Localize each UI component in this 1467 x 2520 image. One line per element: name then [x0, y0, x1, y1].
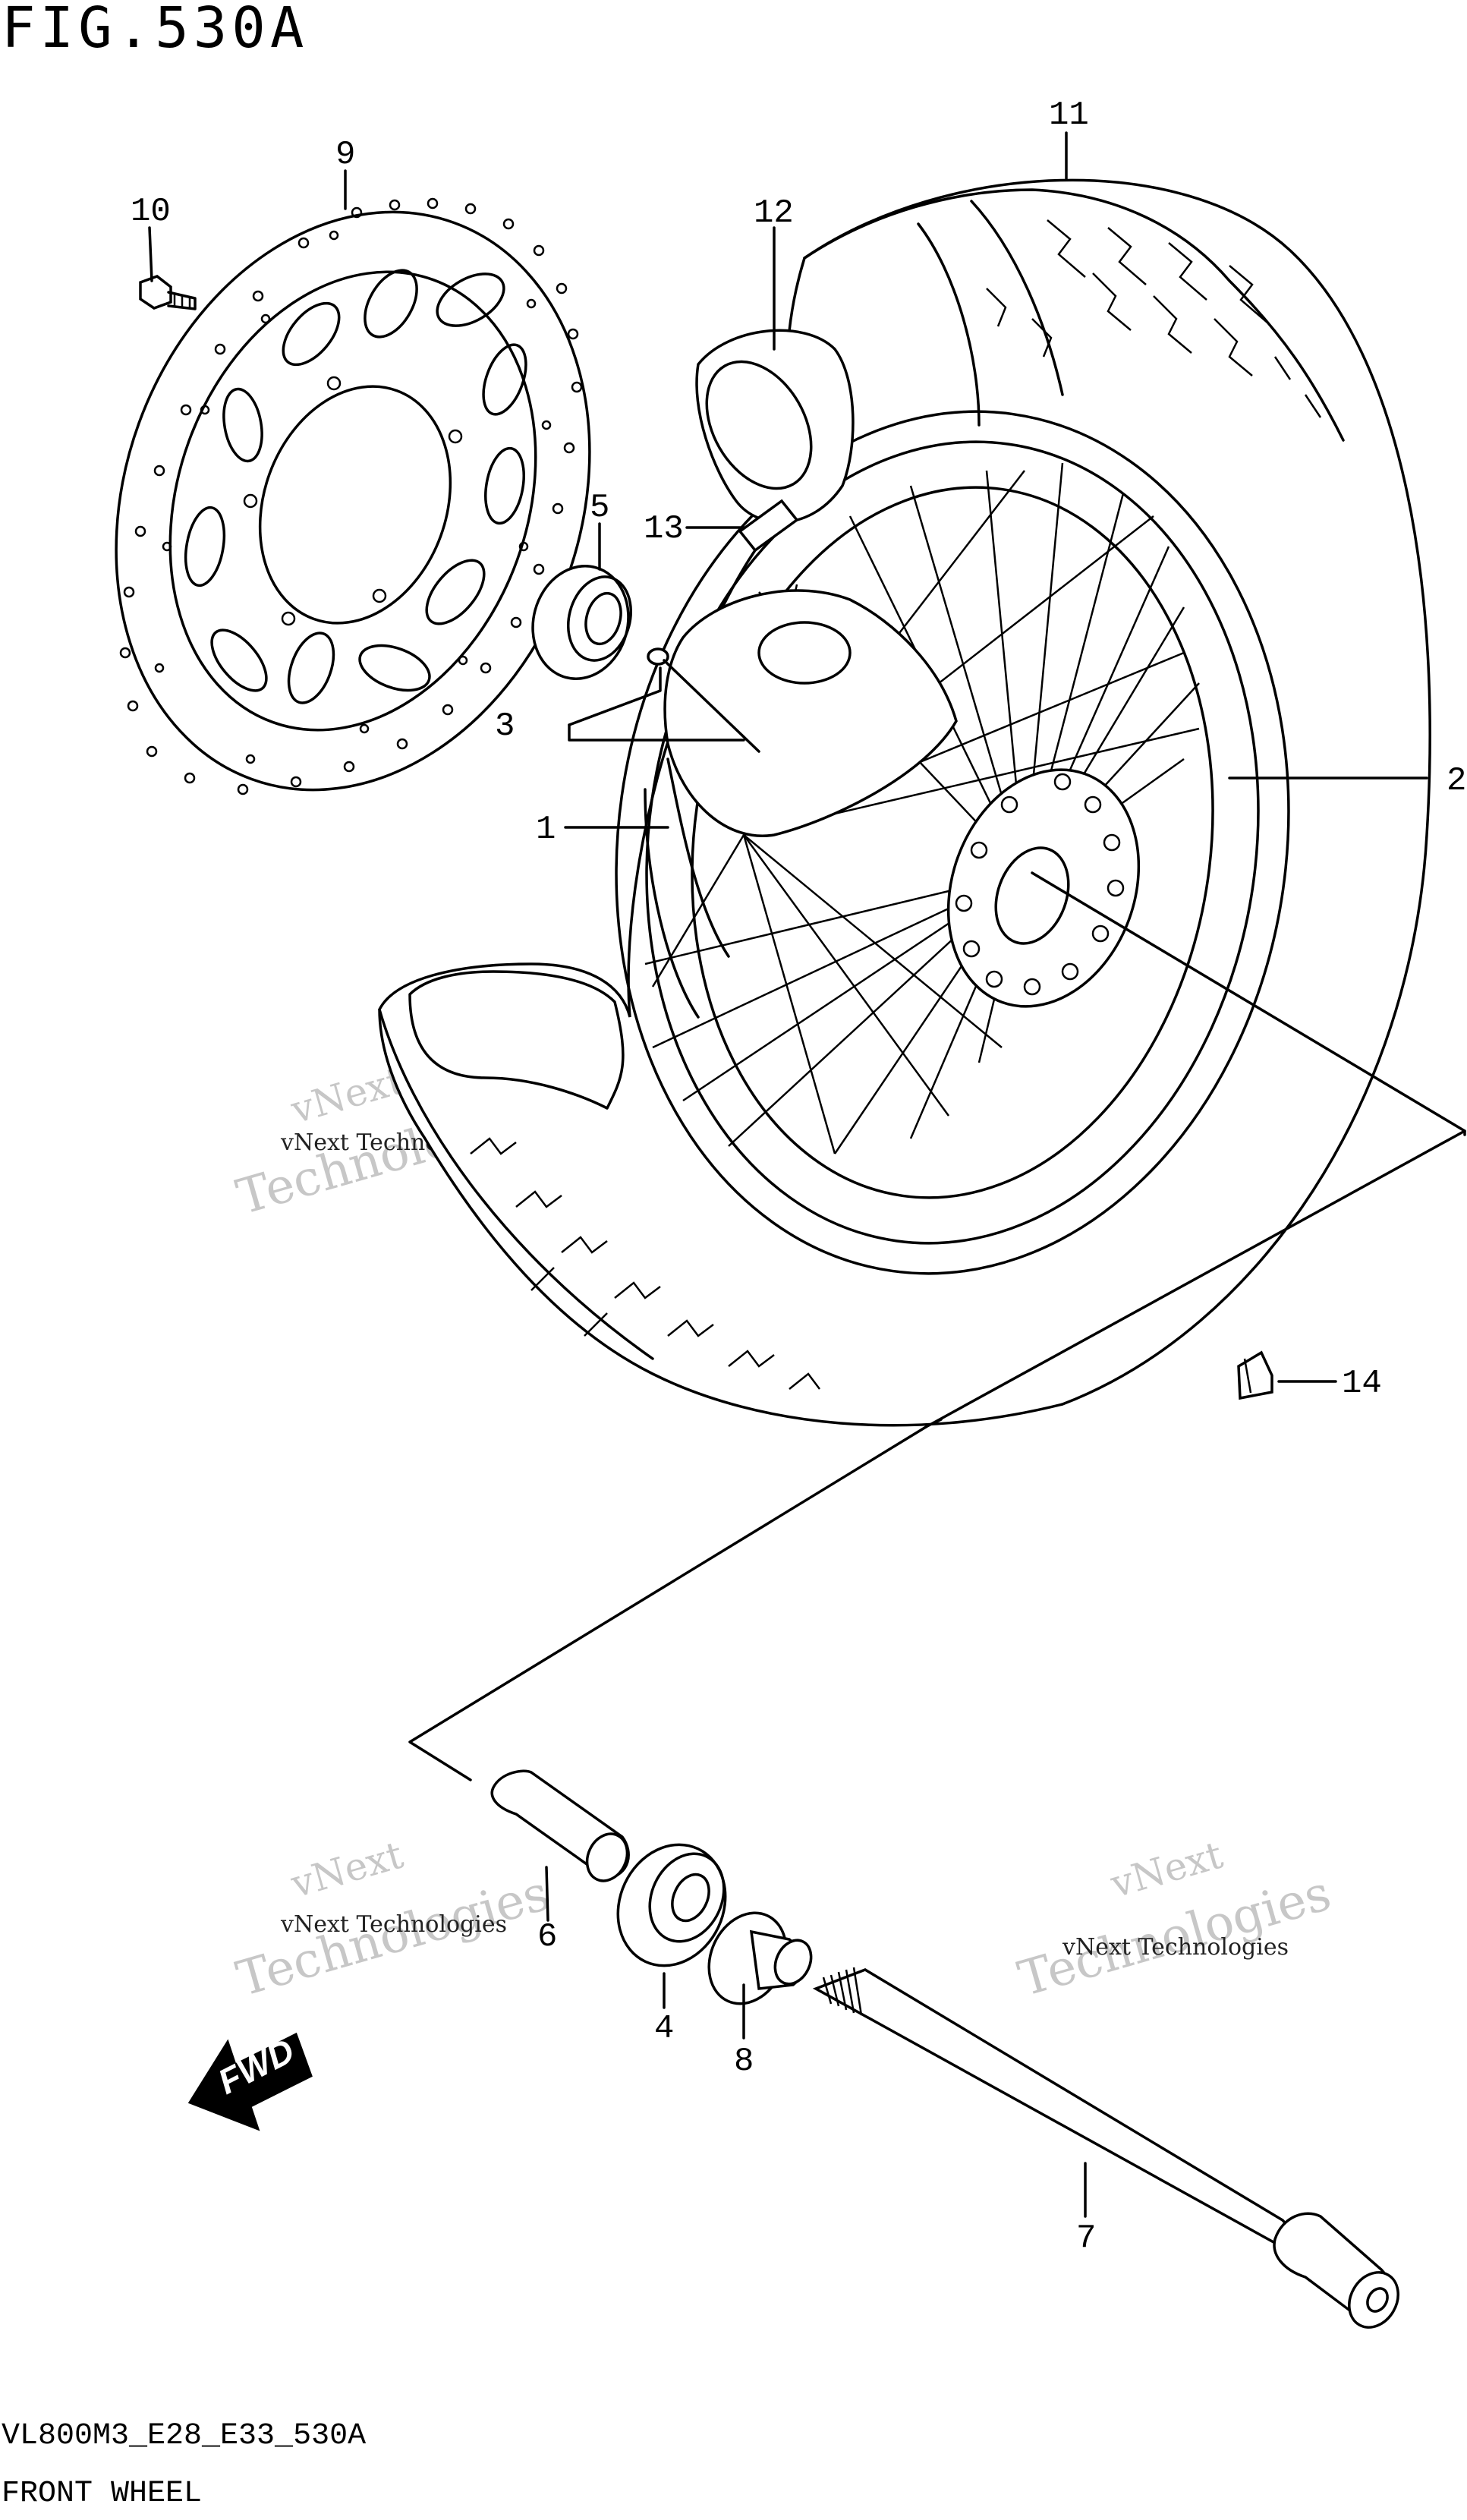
spoke-nipple-icon — [647, 647, 760, 753]
callout-8: 8 — [734, 2043, 754, 2081]
callout-13: 13 — [644, 510, 684, 548]
svg-text:vNext: vNext — [1105, 1832, 1227, 1906]
svg-text:vNext: vNext — [285, 1832, 408, 1906]
bearing-lower-icon — [616, 1843, 727, 1967]
callout-4: 4 — [654, 2010, 674, 2048]
leader-lines — [148, 131, 1428, 2218]
callout-6: 6 — [537, 1918, 557, 1956]
svg-text:vNext Technologies: vNext Technologies — [280, 1911, 507, 1938]
callout-14: 14 — [1342, 1365, 1382, 1403]
rim-band-icon — [738, 499, 799, 553]
diagram-code: VL800M3_E28_E33_530A — [2, 2419, 367, 2453]
bearing-icon — [531, 565, 633, 680]
axle-icon — [812, 1967, 1399, 2329]
callout-2: 2 — [1447, 762, 1466, 800]
figure-title: FIG.530A — [2, 0, 309, 61]
callout-11: 11 — [1049, 96, 1089, 134]
valve-cap-icon — [1237, 1350, 1273, 1400]
disc-bolt-icon — [139, 275, 197, 310]
callout-1: 1 — [536, 811, 556, 849]
wheel-hub-icon — [644, 589, 1141, 1019]
watermark-low-right: vNext Technologies vNext Technologies — [1012, 1832, 1337, 2008]
fwd-arrow-icon: FWD — [187, 2030, 313, 2131]
callout-9: 9 — [335, 136, 355, 174]
callout-12: 12 — [754, 194, 794, 232]
callout-10: 10 — [131, 193, 171, 231]
spacer-icon — [490, 1769, 630, 1882]
tube-icon — [695, 329, 855, 524]
callout-3: 3 — [495, 707, 515, 745]
callout-7: 7 — [1076, 2219, 1096, 2257]
callout-5: 5 — [590, 489, 609, 527]
collar-icon — [707, 1911, 813, 2005]
watermark-low-left: vNext Technologies vNext Technologies — [231, 1832, 556, 2008]
svg-text:vNext Technologies: vNext Technologies — [1062, 1934, 1289, 1961]
tire-icon — [378, 178, 1431, 1427]
assembly-lines — [408, 871, 1466, 1781]
brake-disc-icon — [115, 197, 591, 795]
diagram-name: FRONT WHEEL — [2, 2477, 203, 2511]
